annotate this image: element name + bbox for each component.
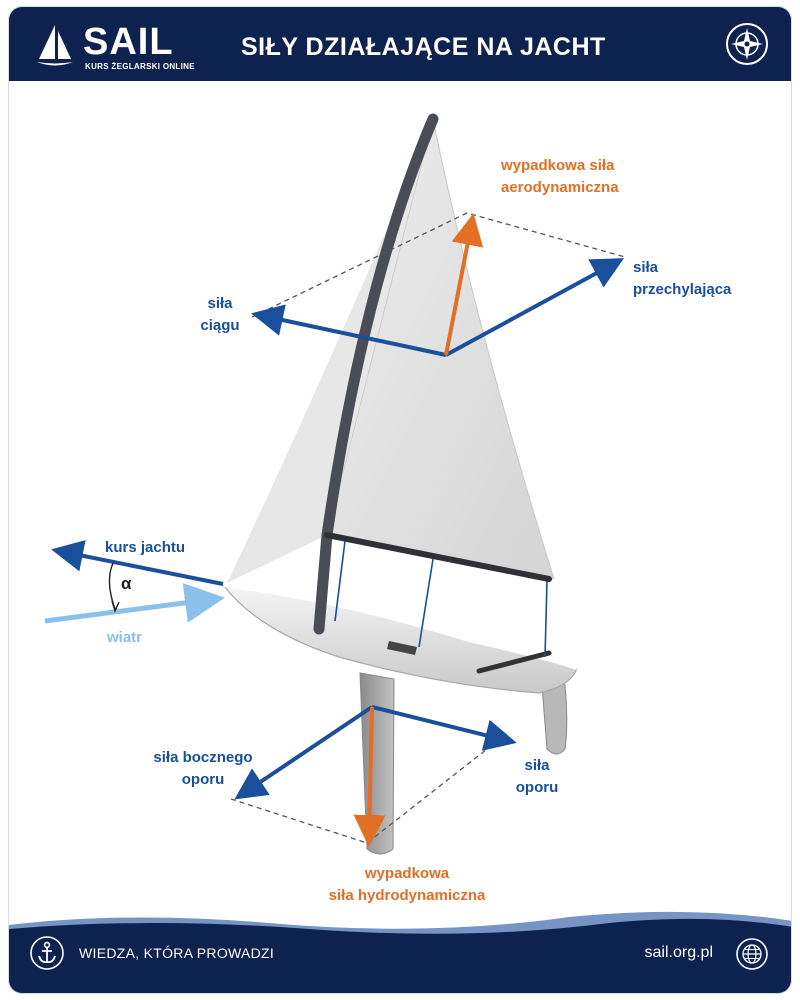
brand-name: SAIL [83,21,174,63]
globe-icon [736,938,768,970]
drag-force-arrow [371,705,517,751]
brand-logo-block: SAIL KURS ŻEGLARSKI ONLINE [35,19,195,71]
anchor-icon [30,936,64,970]
footer-tagline: WIEDZA, KTÓRA PROWADZI [79,945,275,961]
wave-background [9,911,791,993]
hydro-resultant-label: wypadkowa siła hydrodynamiczna [328,865,486,904]
header-bar: SAIL KURS ŻEGLARSKI ONLINE SIŁY DZIAŁAJĄ… [9,7,791,81]
aero-resultant-arrow [444,213,484,356]
rudder [540,672,568,755]
wind-arrow [44,583,225,624]
hull [222,585,578,694]
course-label: kurs jachtu [105,539,186,556]
website-link[interactable]: sail.org.pl [644,944,713,961]
hydro-resultant-arrow [353,706,386,847]
drag-force-label: siła oporu [515,757,559,796]
thrust-force-label: siła ciągu [200,295,240,334]
aero-force-parallelogram [251,212,626,318]
sailboat-logo-icon [37,25,73,66]
aero-resultant-label: wypadkowa siła aerodynamiczna [501,157,619,196]
mast-and-boom [313,113,552,658]
footer-bar: WIEDZA, KTÓRA PROWADZI sail.org.pl [9,905,791,993]
lateral-resistance-arrow [234,705,374,800]
angle-label: α [121,574,132,593]
wind-label: wiatr [107,629,143,646]
heeling-force-arrow [445,258,625,357]
daggerboard [359,672,395,855]
forces-diagram: wypadkowa siła aerodynamiczna siła przec… [9,81,791,911]
page-title: SIŁY DZIAŁAJĄCE NA JACHT [241,33,606,61]
heeling-force-label: siła przechylająca [633,259,732,298]
brand-subtitle: KURS ŻEGLARSKI ONLINE [85,62,195,71]
thrust-force-arrow [251,304,447,357]
infographic-frame: SAIL KURS ŻEGLARSKI ONLINE SIŁY DZIAŁAJĄ… [8,6,792,994]
hydro-force-parallelogram [230,734,506,844]
lateral-resistance-label: siła bocznego oporu [153,749,253,788]
course-arrow [51,540,224,586]
compass-rose-icon [726,23,768,65]
